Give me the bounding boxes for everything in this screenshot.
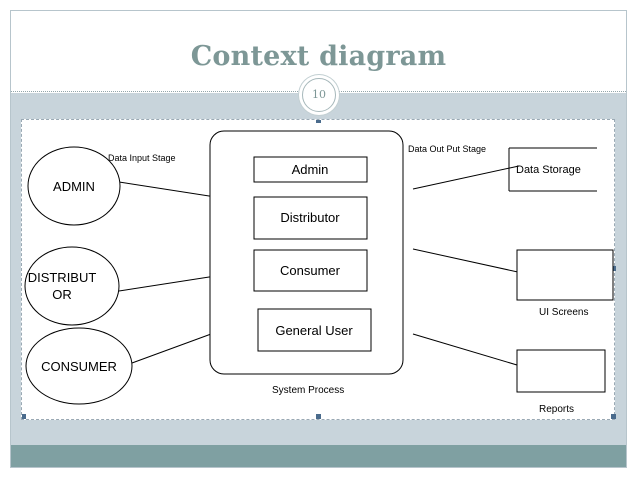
entity-admin-circle bbox=[27, 146, 121, 226]
slide: Context diagram 10 A bbox=[10, 10, 627, 468]
context-diagram: ADMIN DISTRIBUT OR CONSUMER Data Input S… bbox=[21, 118, 616, 419]
handle-bottom-left[interactable] bbox=[21, 414, 26, 419]
reports-label: Reports bbox=[539, 404, 574, 415]
flow-reports bbox=[412, 333, 528, 369]
handle-top[interactable] bbox=[316, 118, 321, 123]
data-storage-label: Data Storage bbox=[516, 164, 581, 176]
ui-screens-box bbox=[516, 249, 614, 301]
flow-data-storage bbox=[412, 165, 520, 190]
entity-consumer-circle bbox=[25, 327, 133, 405]
slide-title: Context diagram bbox=[190, 41, 447, 72]
reports-box bbox=[516, 349, 606, 393]
data-storage-store bbox=[508, 147, 597, 192]
data-flow-lines bbox=[118, 165, 528, 369]
ui-screens-label: UI Screens bbox=[539, 307, 588, 318]
handle-bottom-right[interactable] bbox=[611, 414, 616, 419]
flow-ui-screens bbox=[412, 248, 528, 275]
system-process-label: System Process bbox=[272, 385, 344, 396]
process-item-admin bbox=[253, 156, 368, 183]
footer-bar bbox=[11, 445, 626, 467]
diagram-panel[interactable]: ADMIN DISTRIBUT OR CONSUMER Data Input S… bbox=[21, 118, 616, 420]
output-stage-label: Data Out Put Stage bbox=[408, 144, 486, 154]
process-item-distributor bbox=[253, 196, 368, 240]
process-item-general-user bbox=[257, 308, 372, 352]
entity-consumer-label: CONSUMER bbox=[41, 359, 117, 374]
page-number-badge: 10 bbox=[302, 78, 336, 112]
process-item-consumer-label: Consumer bbox=[280, 263, 341, 278]
flow-consumer bbox=[131, 329, 223, 364]
entity-distributor-circle bbox=[24, 246, 120, 326]
process-item-distributor-label: Distributor bbox=[280, 210, 340, 225]
process-item-consumer bbox=[253, 249, 368, 292]
entity-admin-label: ADMIN bbox=[53, 179, 95, 194]
flow-distributor bbox=[118, 274, 223, 292]
entity-distributor-label-line1: DISTRIBUT bbox=[28, 270, 97, 285]
input-stage-label: Data Input Stage bbox=[108, 153, 176, 163]
handle-bottom[interactable] bbox=[316, 414, 321, 419]
flow-admin bbox=[118, 181, 223, 199]
process-item-general-user-label: General User bbox=[275, 323, 353, 338]
entity-distributor-label-line2: OR bbox=[52, 287, 72, 302]
process-item-admin-label: Admin bbox=[292, 162, 329, 177]
